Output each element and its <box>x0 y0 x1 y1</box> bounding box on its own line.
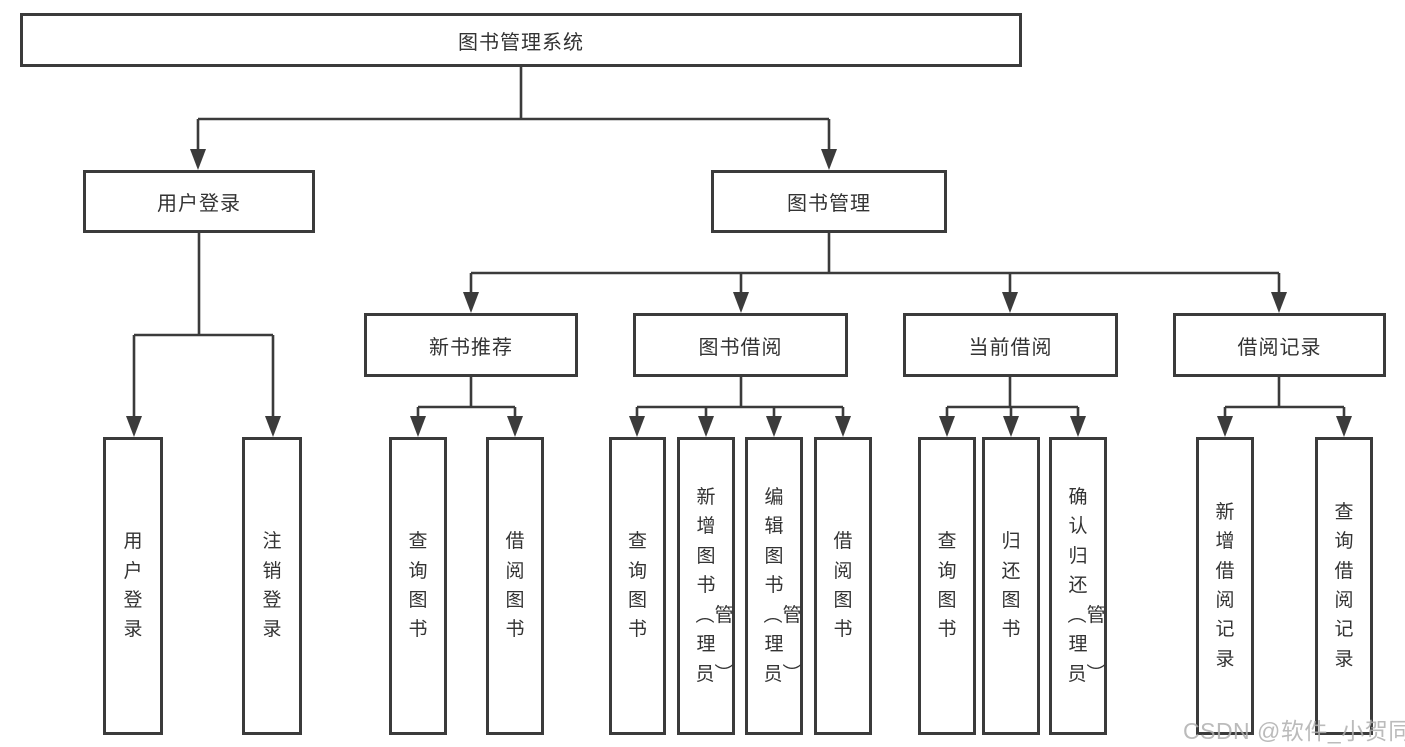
leaf-borrowing-borrow-book: 借阅图书 <box>814 437 872 735</box>
node-label: 编辑图书︵管理员︶ <box>763 486 802 685</box>
connector-root-to-level2 <box>196 67 831 152</box>
node-label: 查询借阅记录 <box>1334 501 1354 670</box>
node-label: 用户登录 <box>157 193 241 215</box>
arrow-down-icon <box>821 149 837 170</box>
leaf-logout: 注销登录 <box>242 437 302 735</box>
leaf-borrowing-edit-book-admin: 编辑图书︵管理员︶ <box>745 437 803 735</box>
node-library-management-system: 图书管理系统 <box>20 13 1022 67</box>
node-label: 图书管理 <box>787 193 871 215</box>
arrow-down-icon <box>507 416 523 437</box>
node-label: 图书管理系统 <box>458 31 584 54</box>
connector-records-to-leaves <box>1223 377 1346 419</box>
node-book-management: 图书管理 <box>711 170 947 233</box>
arrow-down-icon <box>265 416 281 437</box>
node-current-borrowing: 当前借阅 <box>903 313 1118 377</box>
csdn-watermark: CSDN @软件_小贺同学 <box>1183 718 1405 744</box>
node-label: 新增图书︵管理员︶ <box>695 486 734 685</box>
connector-current-to-leaves <box>945 377 1080 419</box>
arrow-down-icon <box>126 416 142 437</box>
node-label: 确认归还︵管理员︶ <box>1067 486 1106 685</box>
connector-recommend-to-leaves <box>416 377 517 419</box>
node-label: 图书借阅 <box>698 336 783 359</box>
arrow-down-icon <box>410 416 426 437</box>
node-label: 当前借阅 <box>968 336 1053 359</box>
arrow-down-icon <box>1271 292 1287 313</box>
connector-user-login-to-leaves <box>132 233 275 419</box>
connector-book-mgmt-to-level3 <box>469 233 1281 295</box>
arrow-down-icon <box>835 416 851 437</box>
arrow-down-icon <box>698 416 714 437</box>
arrow-down-icon <box>463 292 479 313</box>
node-label: 借阅记录 <box>1237 336 1322 359</box>
arrow-down-icon <box>1217 416 1233 437</box>
leaf-current-return-book: 归还图书 <box>982 437 1040 735</box>
leaf-borrowing-query-book: 查询图书 <box>609 437 666 735</box>
node-book-borrowing: 图书借阅 <box>633 313 848 377</box>
leaf-recommend-borrow-book: 借阅图书 <box>486 437 544 735</box>
node-label: 注销登录 <box>262 531 282 641</box>
node-new-book-recommend: 新书推荐 <box>364 313 578 377</box>
arrow-down-icon <box>1002 292 1018 313</box>
leaf-records-query-record: 查询借阅记录 <box>1315 437 1373 735</box>
arrow-down-icon <box>190 149 206 170</box>
node-borrowing-records: 借阅记录 <box>1173 313 1386 377</box>
node-label: 归还图书 <box>1001 531 1021 641</box>
leaf-current-confirm-return-admin: 确认归还︵管理员︶ <box>1049 437 1107 735</box>
arrow-down-icon <box>939 416 955 437</box>
leaf-current-query-book: 查询图书 <box>918 437 976 735</box>
node-user-login: 用户登录 <box>83 170 315 233</box>
node-label: 查询图书 <box>408 531 428 641</box>
leaf-borrowing-add-book-admin: 新增图书︵管理员︶ <box>677 437 735 735</box>
leaf-user-login: 用户登录 <box>103 437 163 735</box>
arrow-down-icon <box>733 292 749 313</box>
arrow-down-icon <box>1003 416 1019 437</box>
node-label: 用户登录 <box>123 531 143 641</box>
connector-borrow-to-leaves <box>635 377 845 419</box>
node-label: 查询图书 <box>937 531 957 641</box>
node-label: 借阅图书 <box>833 531 853 641</box>
node-label: 新书推荐 <box>429 336 513 359</box>
leaf-recommend-query-book: 查询图书 <box>389 437 447 735</box>
arrow-down-icon <box>1336 416 1352 437</box>
arrow-down-icon <box>766 416 782 437</box>
leaf-records-add-record: 新增借阅记录 <box>1196 437 1254 735</box>
node-label: 新增借阅记录 <box>1215 501 1235 670</box>
node-label: 查询图书 <box>627 531 647 641</box>
node-label: 借阅图书 <box>505 531 525 641</box>
arrow-down-icon <box>1070 416 1086 437</box>
arrow-down-icon <box>629 416 645 437</box>
